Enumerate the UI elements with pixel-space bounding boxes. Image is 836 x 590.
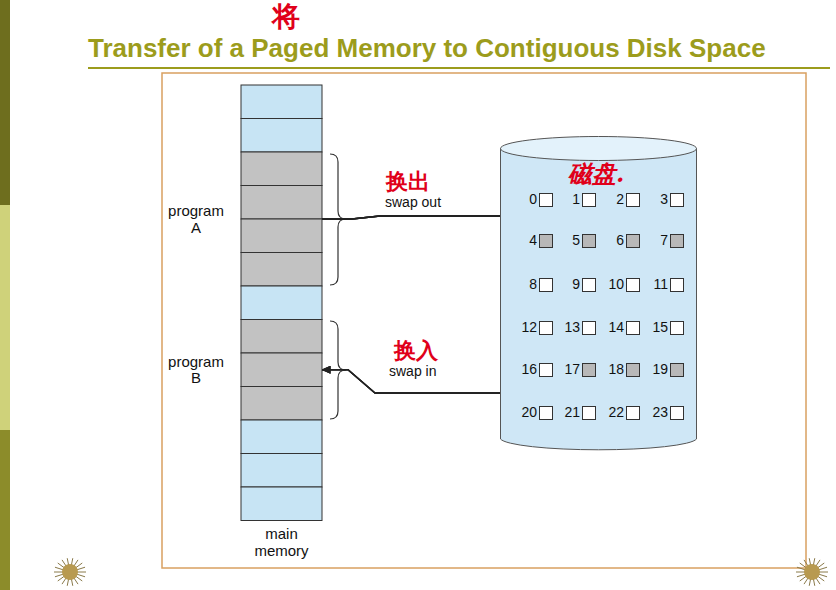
block-number: 11 bbox=[653, 277, 668, 292]
title-rule bbox=[88, 67, 830, 69]
disk-block: 22 bbox=[626, 406, 640, 420]
block-number: 8 bbox=[529, 277, 537, 292]
page-frame bbox=[241, 85, 322, 119]
block-number: 1 bbox=[572, 192, 580, 207]
page-frame bbox=[241, 286, 322, 320]
block-number: 17 bbox=[564, 362, 580, 377]
block-number: 0 bbox=[529, 192, 537, 207]
cylinder-body bbox=[501, 148, 697, 450]
block-number: 7 bbox=[660, 233, 668, 248]
memory-column: main memoryprogram Aprogram B bbox=[241, 85, 322, 520]
decoration bbox=[54, 558, 828, 586]
page-frame bbox=[241, 353, 322, 387]
memory-label: main memory bbox=[250, 526, 314, 559]
side-strip bbox=[0, 430, 10, 590]
disk-block: 18 bbox=[626, 363, 640, 377]
page-frame bbox=[241, 119, 322, 153]
handwritten-note: 换入 bbox=[394, 338, 438, 362]
handwritten-note: 换出 bbox=[386, 169, 430, 193]
page-frame bbox=[241, 219, 322, 253]
page-frame bbox=[241, 152, 322, 186]
disk-block: 23 bbox=[670, 406, 684, 420]
block-number: 14 bbox=[608, 320, 624, 335]
disk-block: 17 bbox=[582, 363, 596, 377]
block-number: 15 bbox=[652, 320, 668, 335]
program-label: program B bbox=[163, 353, 229, 386]
page-frame bbox=[241, 320, 322, 354]
handwritten-note: 将 bbox=[272, 2, 300, 33]
disk-block: 16 bbox=[539, 363, 553, 377]
edge-label: swap out bbox=[384, 195, 442, 210]
disk-block: 20 bbox=[539, 406, 553, 420]
disk-block: 10 bbox=[626, 278, 640, 292]
disk-cylinder: 磁盘.0123456789101112131415161718192021222… bbox=[500, 136, 697, 452]
block-number: 9 bbox=[572, 277, 580, 292]
block-number: 6 bbox=[616, 233, 624, 248]
block-number: 5 bbox=[572, 233, 580, 248]
block-number: 10 bbox=[608, 277, 624, 292]
disk-block: 2 bbox=[626, 193, 640, 207]
block-number: 16 bbox=[521, 362, 537, 377]
disk-note: 磁盘. bbox=[568, 161, 624, 187]
disk-block: 5 bbox=[582, 234, 596, 248]
disk-block: 13 bbox=[582, 321, 596, 335]
block-number: 20 bbox=[521, 405, 537, 420]
page-frame bbox=[241, 186, 322, 220]
urchin-body bbox=[62, 564, 78, 580]
disk-block: 0 bbox=[539, 193, 553, 207]
slide-title: Transfer of a Paged Memory to Contiguous… bbox=[88, 34, 766, 63]
disk-block: 11 bbox=[670, 278, 684, 292]
side-strip bbox=[0, 0, 10, 205]
urchin-body bbox=[804, 564, 820, 580]
program-pages: program A bbox=[241, 152, 322, 286]
page-frame bbox=[241, 253, 322, 287]
block-number: 13 bbox=[564, 320, 580, 335]
disk-block: 6 bbox=[626, 234, 640, 248]
disk-block: 15 bbox=[670, 321, 684, 335]
block-number: 19 bbox=[652, 362, 668, 377]
disk-block: 7 bbox=[670, 234, 684, 248]
program-label: program A bbox=[163, 203, 229, 236]
program-pages: program B bbox=[241, 320, 322, 421]
block-number: 22 bbox=[608, 405, 624, 420]
page-frame bbox=[241, 454, 322, 488]
figure-frame bbox=[162, 73, 806, 568]
disk-block: 19 bbox=[670, 363, 684, 377]
block-number: 12 bbox=[521, 320, 537, 335]
memory-frames bbox=[241, 85, 322, 521]
block-number: 3 bbox=[660, 192, 668, 207]
decoration bbox=[796, 558, 828, 586]
side-strip bbox=[0, 205, 10, 430]
block-number: 18 bbox=[608, 362, 624, 377]
page-frame bbox=[241, 487, 322, 521]
disk-block: 3 bbox=[670, 193, 684, 207]
cylinder-top bbox=[501, 137, 697, 161]
disk-block: 21 bbox=[582, 406, 596, 420]
disk-block: 9 bbox=[582, 278, 596, 292]
block-number: 2 bbox=[616, 192, 624, 207]
page-frame bbox=[241, 387, 322, 421]
edge-label: swap in bbox=[388, 364, 437, 379]
page-frame bbox=[241, 420, 322, 454]
disk-block: 4 bbox=[539, 234, 553, 248]
block-number: 21 bbox=[564, 405, 580, 420]
block-number: 23 bbox=[652, 405, 668, 420]
disk-block: 8 bbox=[539, 278, 553, 292]
block-number: 4 bbox=[529, 233, 537, 248]
decoration bbox=[54, 558, 86, 586]
disk-block: 1 bbox=[582, 193, 596, 207]
disk-block: 12 bbox=[539, 321, 553, 335]
disk-block: 14 bbox=[626, 321, 640, 335]
